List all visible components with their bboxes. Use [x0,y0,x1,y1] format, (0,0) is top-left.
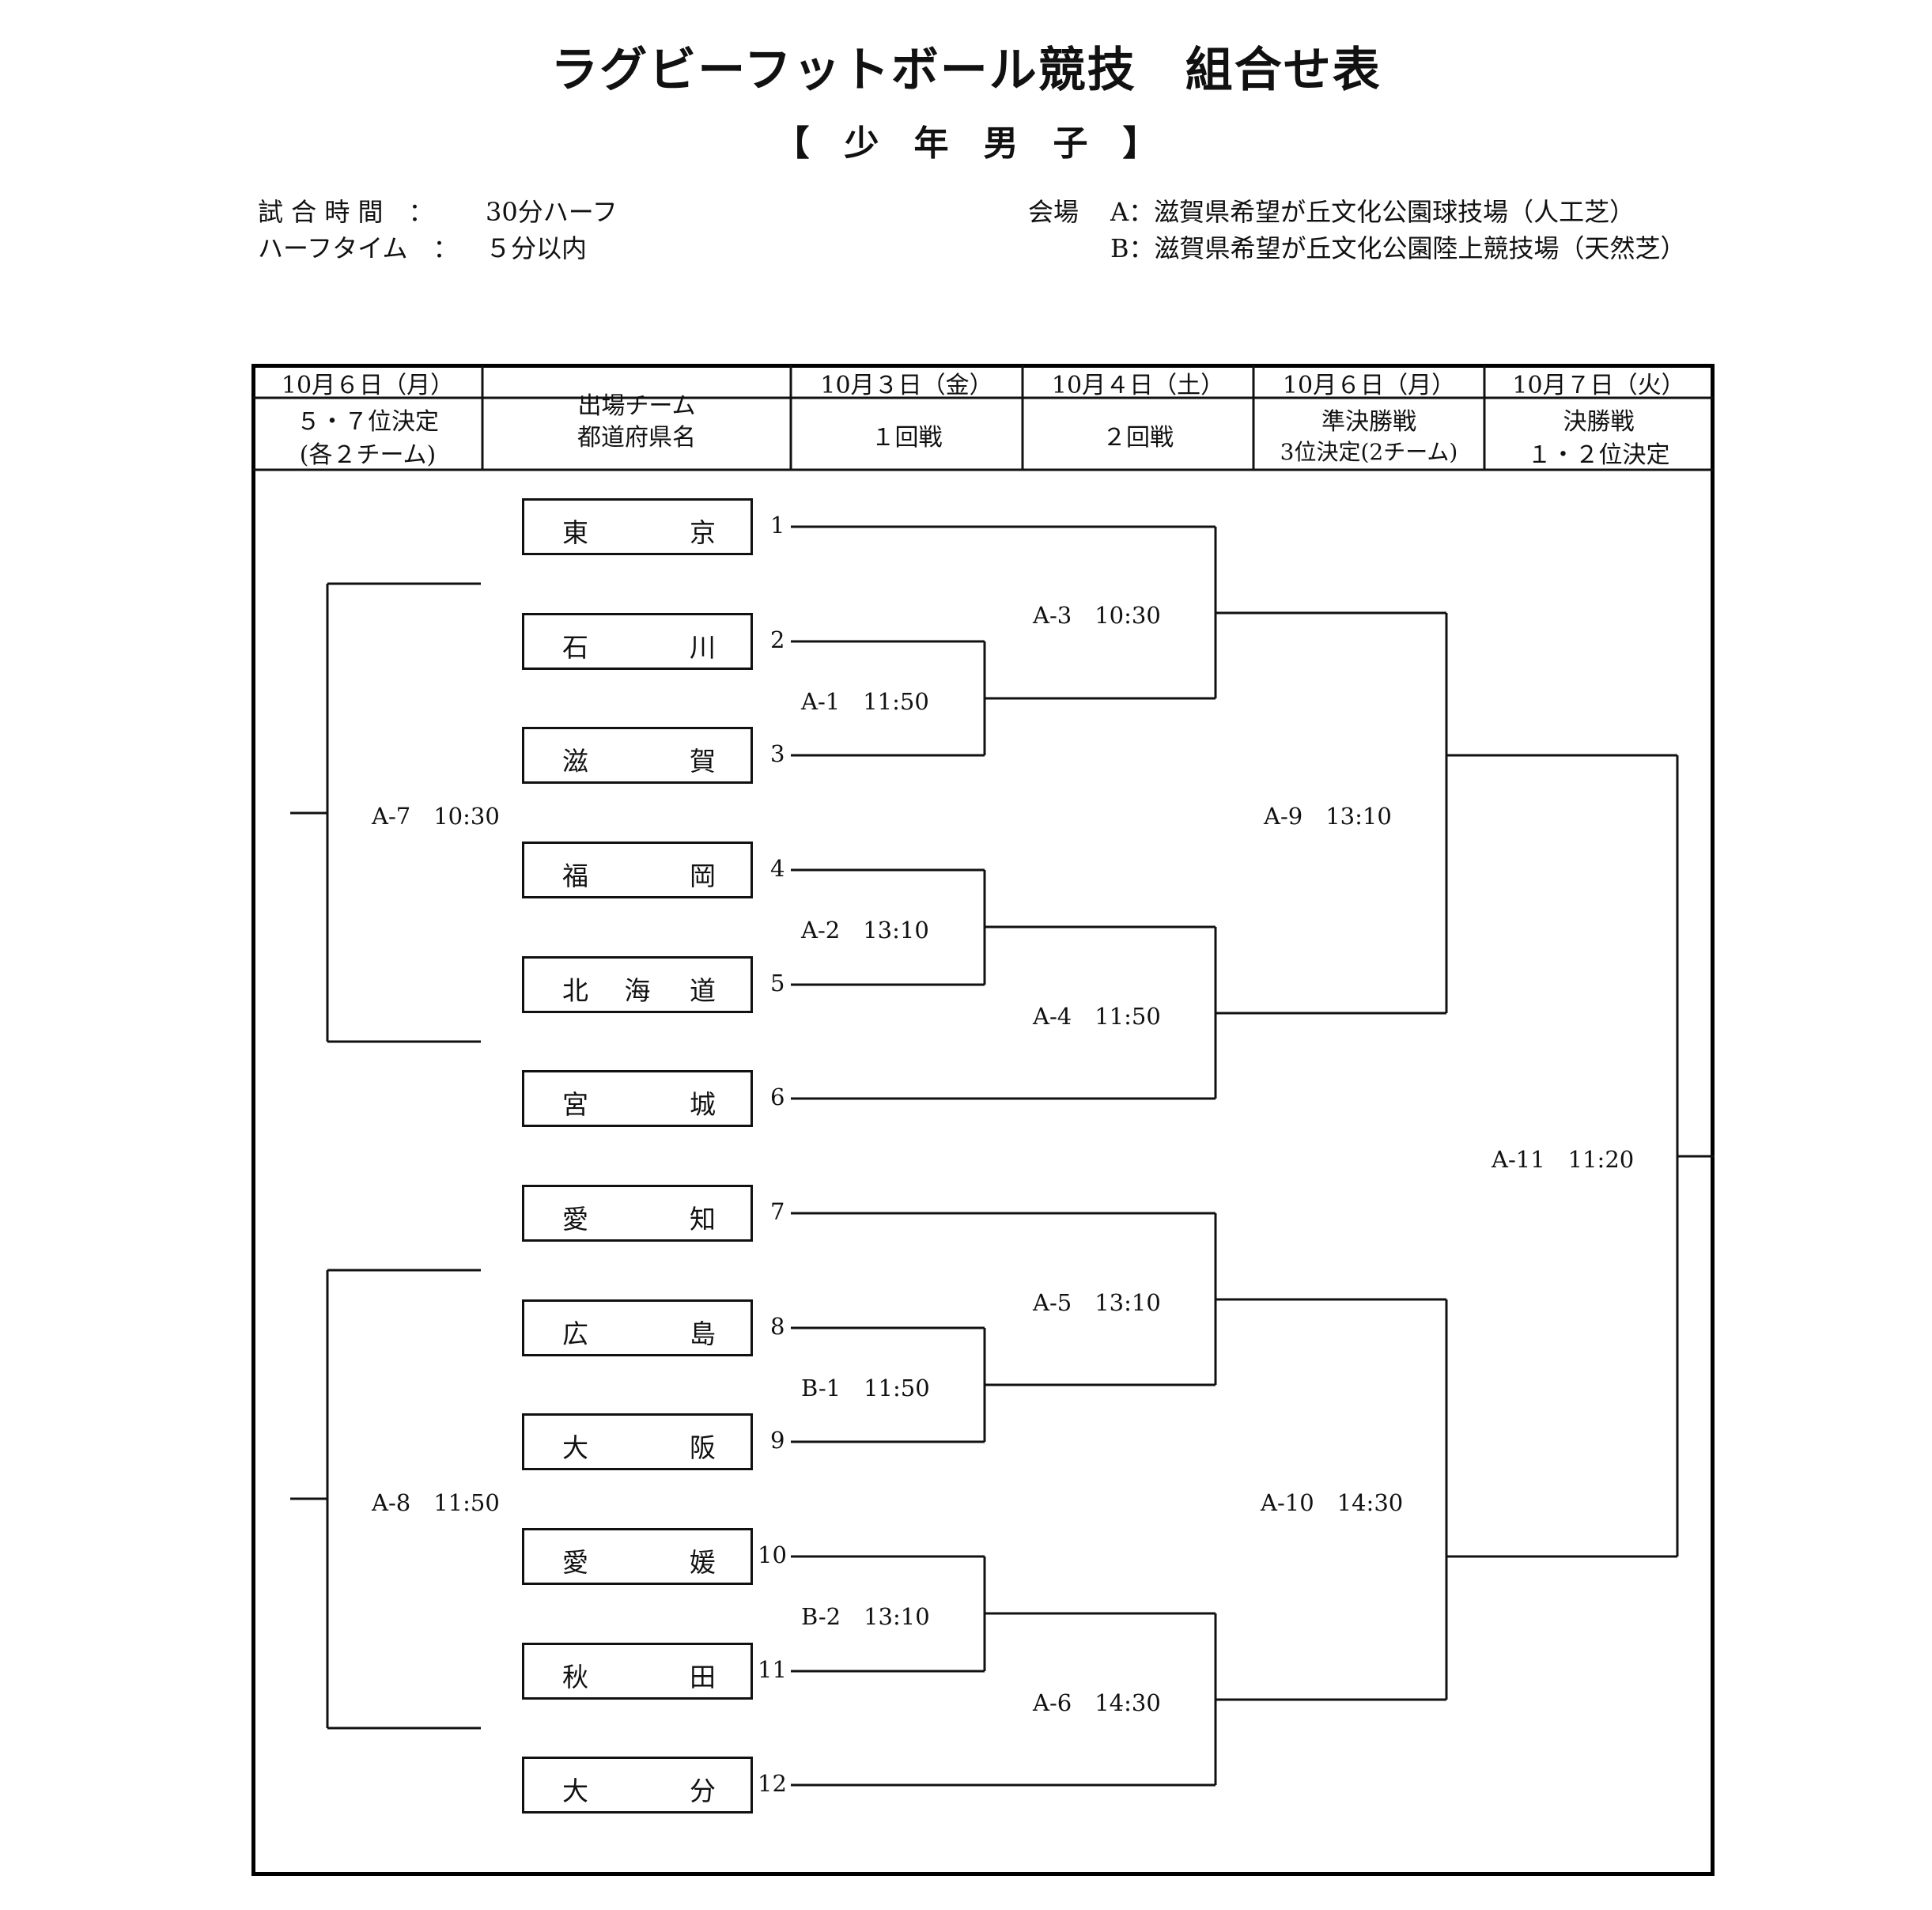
seed-number: 5 [770,970,785,997]
seed-number: 6 [770,1084,785,1110]
seed-number: 3 [770,740,785,767]
seed-number: 11 [758,1656,787,1683]
team-name-part: 城 [690,1089,716,1120]
seed-number: 10 [758,1541,787,1568]
match-label-a1: A-1 11:50 [801,688,929,715]
header-c3-date: 10月３日（金） [820,372,993,399]
venue-label: 会場 [1028,197,1079,227]
match-label-a8: A-8 11:50 [372,1489,500,1516]
seed-number: 4 [770,855,785,882]
team-name-part: 北 [562,975,588,1006]
header-c5-title2: 3位決定(2チーム) [1280,439,1458,465]
team-name-part: 賀 [690,746,716,777]
team-box: 大分 [522,1757,753,1814]
team-name-part: 滋 [562,746,588,777]
seed-number: 2 [770,626,785,653]
team-name-part: 愛 [562,1204,588,1235]
match-label-b2: B-2 13:10 [801,1603,930,1630]
team-name-part: 阪 [690,1432,716,1463]
venue-b: B：滋賀県希望が丘文化公園陸上競技場（天然芝） [1110,233,1686,263]
team-box: 宮城 [522,1070,753,1127]
team-name-part: 東 [562,517,588,548]
header-c4-title: ２回戦 [1102,424,1174,452]
match-label-a6: A-6 14:30 [1033,1689,1161,1716]
header-c1-title2: (各２チーム) [299,441,437,469]
header-c1-date: 10月６日（月） [281,372,455,399]
header-c3-title: １回戦 [871,424,943,452]
header-c2-title1: 出場チーム [577,392,696,420]
team-name-part: 川 [690,632,716,663]
page-title: ラグビーフットボール競技 組合せ表 [550,43,1382,98]
team-box: 愛媛 [522,1528,753,1585]
header-c5-title1: 準決勝戦 [1321,408,1416,436]
page-subtitle: 【 少 年 男 子 】 [774,123,1158,164]
match-label-b1: B-1 11:50 [801,1375,930,1401]
team-name-part: 媛 [690,1547,716,1578]
seed-number: 12 [758,1770,787,1797]
header-c4-date: 10月４日（土） [1051,372,1225,399]
team-name-part: 大 [562,1432,588,1463]
team-name-part: 島 [690,1318,716,1349]
header-c6-date: 10月７日（火） [1512,372,1685,399]
venue-a: A：滋賀県希望が丘文化公園球技場（人工芝） [1110,197,1635,227]
header-c5-date: 10月６日（月） [1282,372,1456,399]
seed-number: 1 [770,512,785,539]
match-time-value: 30分ハーフ [486,197,618,227]
half-time-label: ハーフタイム ： [258,233,459,263]
match-label-a11: A-11 11:20 [1492,1146,1635,1173]
match-label-a2: A-2 13:10 [801,917,929,944]
team-name-part: 京 [690,517,716,548]
team-name-part: 秋 [562,1662,588,1693]
header-c1-title1: ５・７位決定 [297,408,439,436]
team-box: 石川 [522,613,753,670]
team-name-part: 愛 [562,1547,588,1578]
team-box: 秋田 [522,1643,753,1700]
team-name-part: 大 [562,1776,588,1806]
team-name-part: 知 [690,1204,716,1235]
team-box: 広島 [522,1299,753,1356]
team-name-part: 宮 [562,1089,588,1120]
match-time-label: 試 合 時 間 ： [258,197,434,227]
team-name-part: 分 [690,1776,716,1806]
match-label-a4: A-4 11:50 [1033,1003,1161,1030]
team-box: 北海道 [522,956,753,1013]
match-label-a5: A-5 13:10 [1033,1289,1161,1316]
team-box: 福岡 [522,842,753,898]
seed-number: 7 [770,1198,785,1225]
team-name-part: 岡 [690,860,716,891]
team-name-part: 石 [562,632,588,663]
team-name-part: 福 [562,860,588,891]
team-box: 東京 [522,498,753,555]
seed-number: 8 [770,1313,785,1340]
match-label-a9: A-9 13:10 [1264,803,1392,830]
team-box: 大阪 [522,1413,753,1470]
team-name-part: 広 [562,1318,588,1349]
seed-number: 9 [770,1427,785,1454]
half-time-value: ５分以内 [486,233,588,263]
header-c6-title2: １・２位決定 [1527,441,1670,469]
team-name-part: 海 [624,975,651,1006]
team-box: 滋賀 [522,727,753,784]
match-label-a3: A-3 10:30 [1033,602,1161,629]
team-name-part: 田 [690,1662,716,1693]
header-c6-title1: 決勝戦 [1563,408,1635,436]
bracket-frame [251,364,1715,1876]
team-box: 愛知 [522,1185,753,1242]
match-label-a10: A-10 14:30 [1261,1489,1404,1516]
header-c2-title2: 都道府県名 [577,424,696,452]
match-label-a7: A-7 10:30 [372,803,500,830]
team-name-part: 道 [690,975,716,1006]
